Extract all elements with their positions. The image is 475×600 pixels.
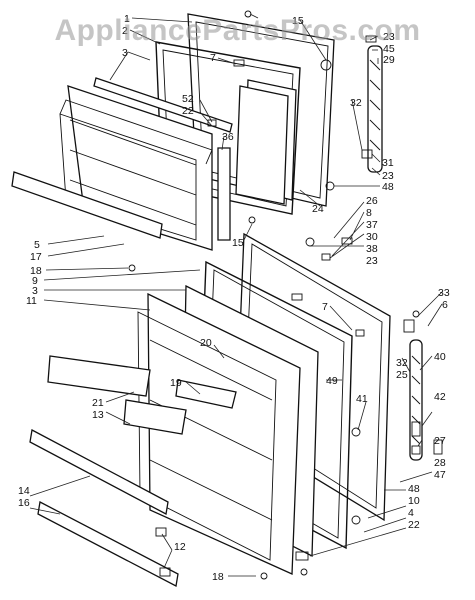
callout-52: 52: [182, 93, 194, 105]
callout-3b: 3: [32, 285, 38, 297]
callout-15b: 15: [232, 237, 244, 249]
callout-32b: 32: [396, 357, 408, 369]
callout-5: 5: [34, 239, 40, 251]
fresh-food-dairy-door: [175, 379, 237, 409]
fresh-food-door-liner: [137, 284, 319, 575]
callout-12: 12: [174, 541, 186, 553]
callout-38: 38: [366, 243, 378, 255]
callout-37: 37: [366, 219, 378, 231]
callout-13: 13: [92, 409, 104, 421]
callout-23c: 23: [366, 255, 378, 267]
callout-6: 6: [442, 299, 448, 311]
callout-36: 36: [222, 131, 234, 143]
callout-18: 18: [30, 265, 42, 277]
callout-48: 48: [382, 181, 394, 193]
callout-3: 3: [122, 47, 128, 59]
callout-14: 14: [18, 485, 30, 497]
fresh-food-door-shelf-upper: [47, 355, 151, 397]
callout-7b: 7: [322, 301, 328, 313]
fresh-food-door-shelf-middle: [123, 399, 187, 435]
freezer-door-insulation: [235, 79, 297, 205]
leader-lines: [29, 13, 443, 577]
freezer-door-hinge-strip: [217, 147, 231, 241]
callout-23: 23: [383, 31, 395, 43]
callout-45: 45: [383, 43, 395, 55]
callout-26: 26: [366, 195, 378, 207]
callout-47: 47: [434, 469, 446, 481]
callout-9: 9: [32, 275, 38, 287]
callout-22: 22: [182, 105, 194, 117]
callout-4: 4: [408, 507, 414, 519]
fresh-food-hinge-bar: [409, 339, 423, 461]
callout-22b: 22: [408, 519, 420, 531]
callout-11: 11: [26, 295, 37, 307]
callout-23b: 23: [382, 170, 394, 182]
callout-32: 32: [350, 97, 362, 109]
callout-15: 15: [292, 15, 304, 27]
callout-labels: 1 2 3 7 15 23 45 29 52 22 36 32 31 23 48…: [18, 13, 450, 583]
callout-25: 25: [396, 369, 408, 381]
callout-33: 33: [438, 287, 450, 299]
callout-40: 40: [434, 351, 446, 363]
callout-19: 19: [170, 377, 182, 389]
fresh-food-door-shelf-lower-1: [29, 429, 169, 515]
callout-2: 2: [122, 25, 128, 37]
callout-41: 41: [356, 393, 368, 405]
callout-27: 27: [434, 435, 446, 447]
fresh-food-door-shelf-lower-2: [37, 501, 179, 587]
callout-16: 16: [18, 497, 30, 509]
callout-21: 21: [92, 397, 104, 409]
freezer-door-handle-trim: [93, 77, 233, 133]
callout-28: 28: [434, 457, 446, 469]
callout-20: 20: [200, 337, 212, 349]
freezer-hinge-bar: [367, 45, 383, 173]
callout-7: 7: [210, 52, 216, 64]
callout-30: 30: [366, 231, 378, 243]
callout-29: 29: [383, 54, 395, 66]
callout-42: 42: [434, 391, 446, 403]
callout-18b: 18: [212, 571, 224, 583]
callout-1: 1: [124, 13, 130, 25]
callout-31: 31: [382, 157, 394, 169]
callout-17: 17: [30, 251, 42, 263]
callout-8: 8: [366, 207, 372, 219]
freezer-door-shelf: [11, 171, 163, 239]
callout-24: 24: [312, 203, 324, 215]
callout-10: 10: [408, 495, 420, 507]
callout-49: 49: [326, 375, 338, 387]
callout-48b: 48: [408, 483, 420, 495]
